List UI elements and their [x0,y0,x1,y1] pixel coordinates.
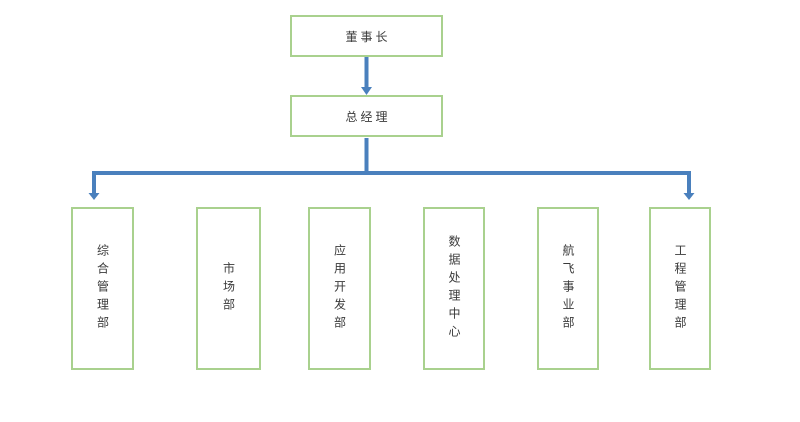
department-label: 应用开发部 [332,243,347,334]
arrowhead-left-icon [88,193,100,200]
connector-horizontal-bar [92,171,691,194]
department-box-aviation-flight: 航飞事业部 [537,207,599,370]
department-box-general-management: 综合管理部 [71,207,134,370]
department-box-data-processing: 数据处理中心 [423,207,485,370]
arrowhead-gm-icon [361,87,372,95]
department-label: 工程管理部 [673,243,687,334]
department-box-engineering-management: 工程管理部 [649,207,711,370]
general-manager-label: 总经理 [345,109,391,124]
department-label: 航飞事业部 [561,243,575,334]
general-manager-box: 总经理 [290,95,443,137]
department-label: 数据处理中心 [447,234,461,343]
department-label: 市场部 [221,261,236,316]
department-box-app-development: 应用开发部 [308,207,371,370]
chairman-box: 董事长 [290,15,443,57]
department-box-marketing: 市场部 [196,207,261,370]
chairman-label: 董事长 [345,29,391,44]
department-label: 综合管理部 [95,243,110,334]
arrowhead-right-icon [683,193,695,200]
